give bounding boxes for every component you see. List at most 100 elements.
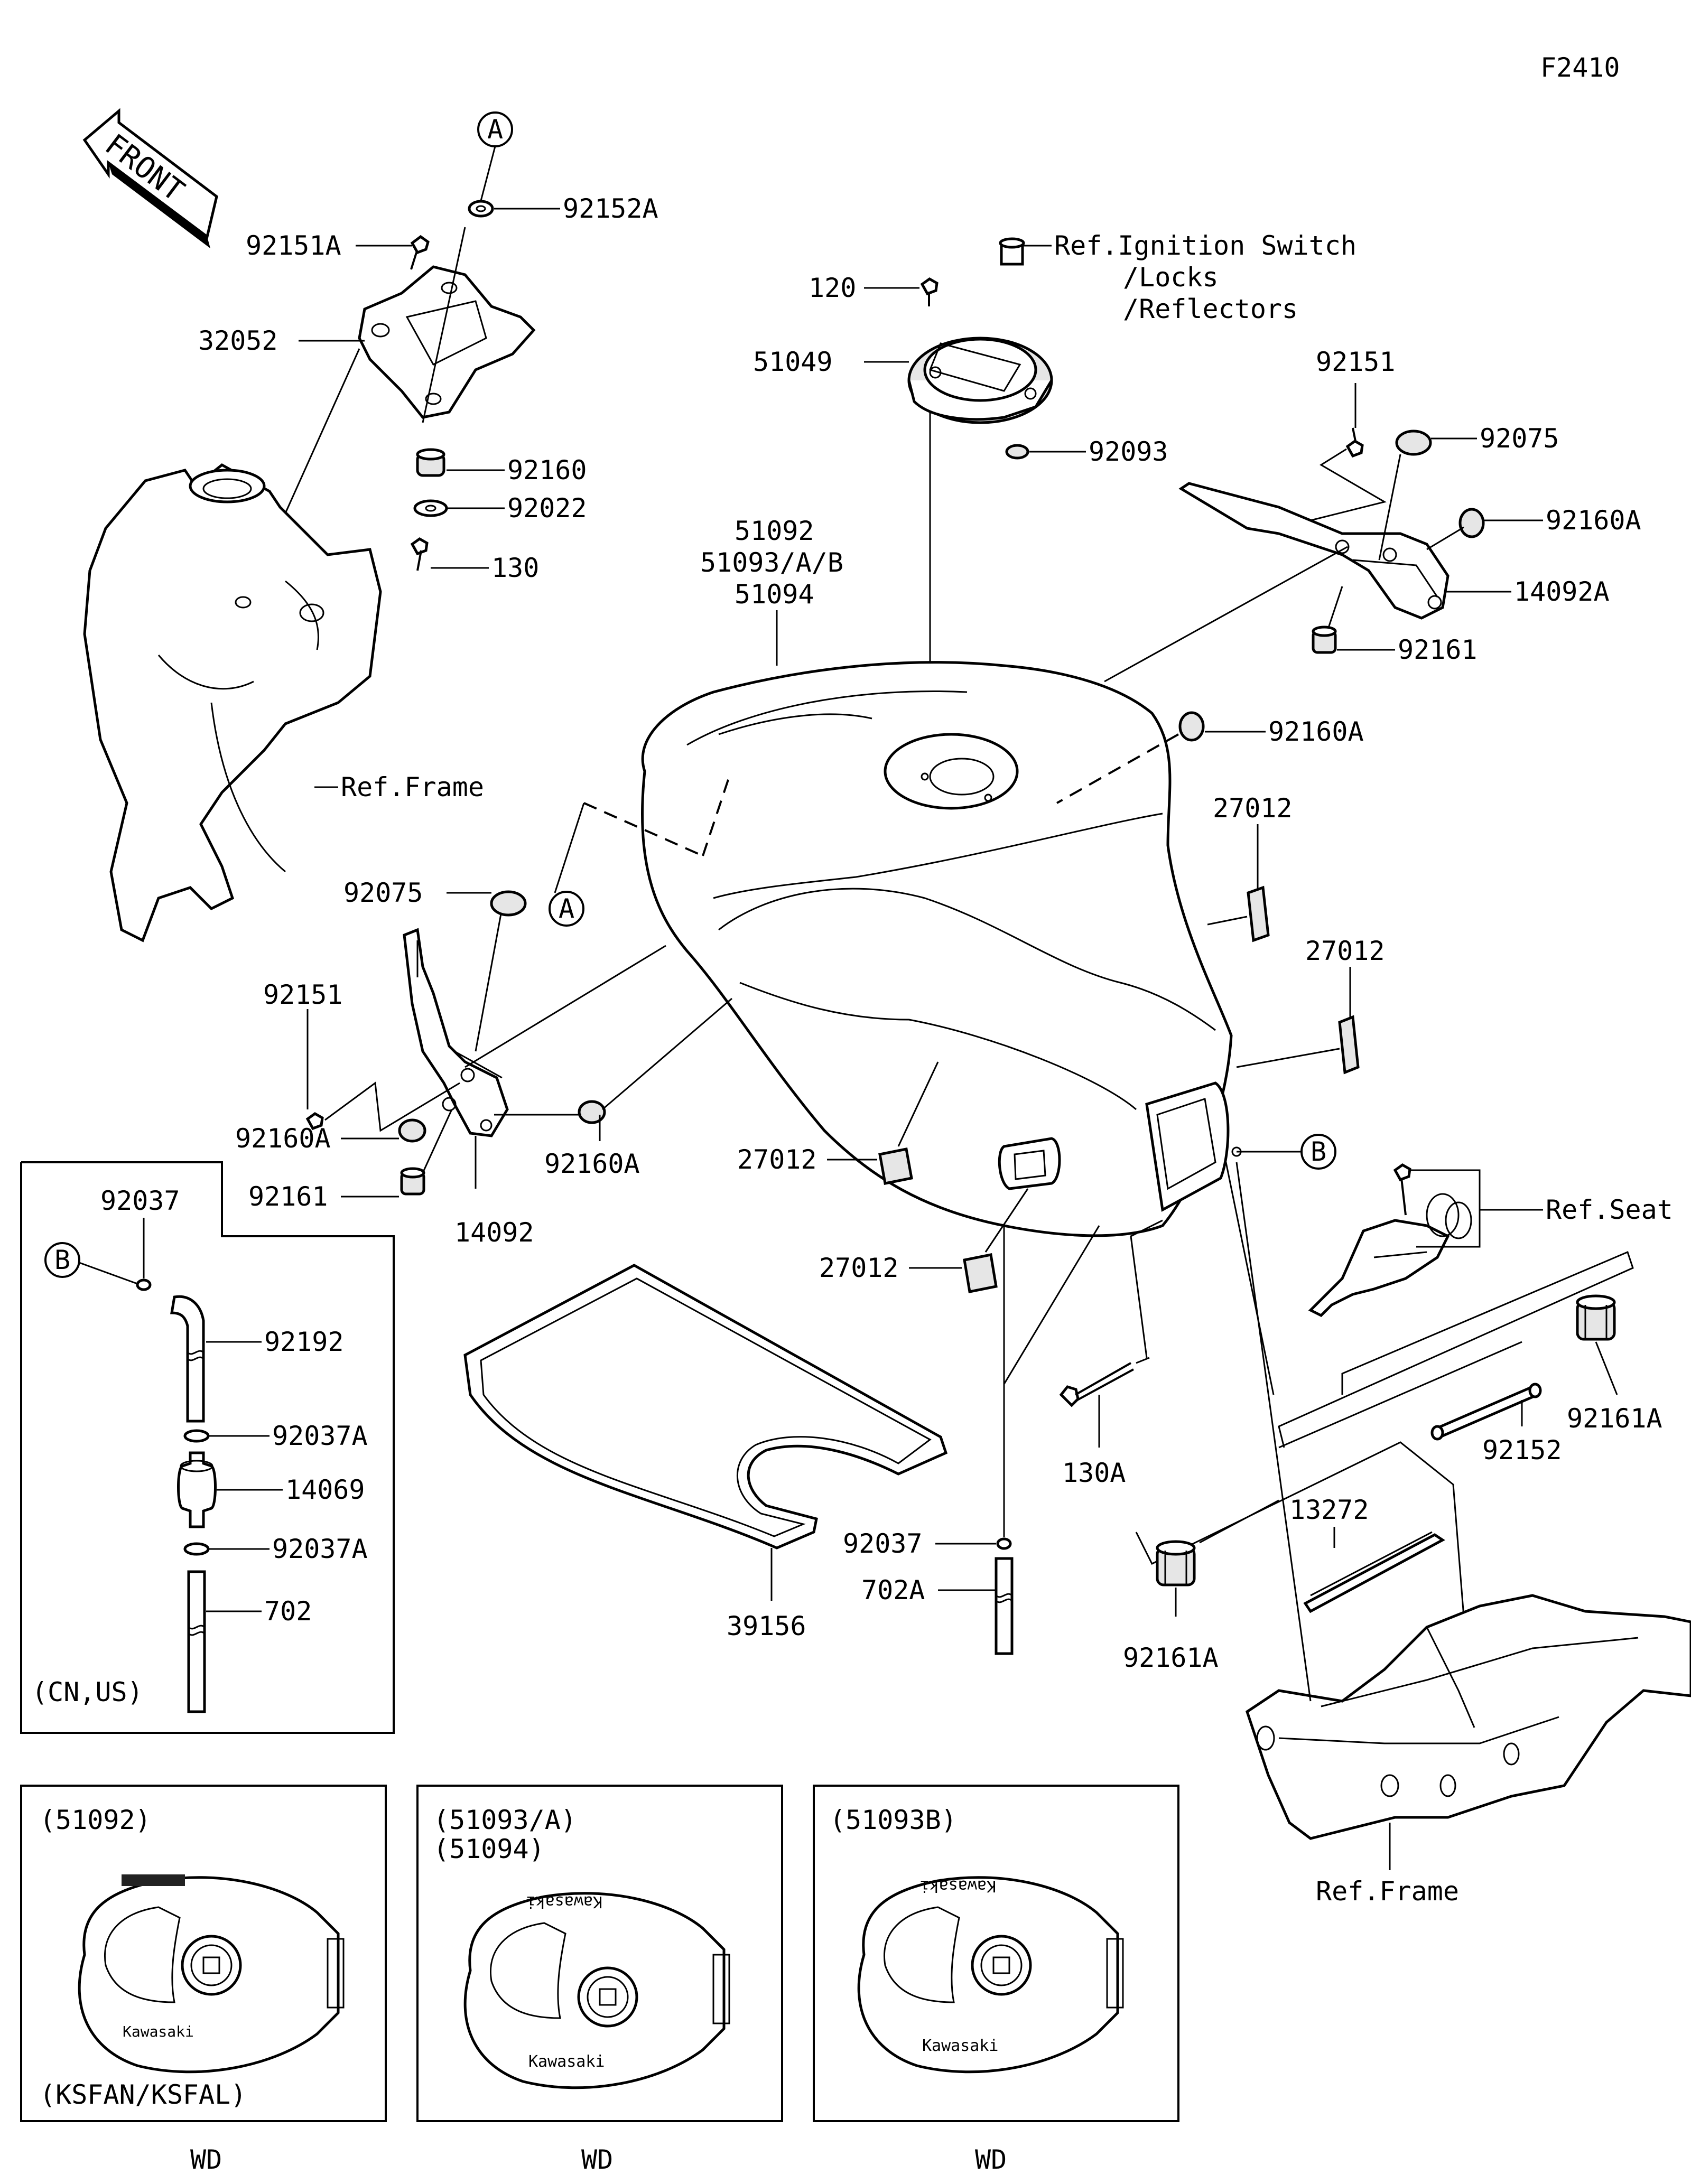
cap-92075-left bbox=[490, 890, 527, 917]
label-32052: 32052 bbox=[198, 325, 278, 356]
grommet-92160a-mid bbox=[1178, 711, 1205, 742]
label-27012-c: 27012 bbox=[737, 1144, 817, 1175]
seat-lock-assembly bbox=[1308, 1163, 1472, 1318]
ref-marker-b-tank bbox=[1300, 1134, 1336, 1170]
damper-92161-left bbox=[400, 1167, 425, 1196]
label-ref-frame-right: Ref.Frame bbox=[1316, 1876, 1459, 1907]
label-92161a-low: 92161A bbox=[1123, 1642, 1219, 1673]
variant-2-region: WD bbox=[581, 2144, 613, 2175]
key-cylinder bbox=[999, 237, 1025, 266]
label-27012-b: 27012 bbox=[1305, 936, 1385, 966]
ref-marker-a-tank bbox=[549, 891, 584, 927]
variant-1-brand: Kawasaki bbox=[123, 2023, 194, 2040]
label-92160a-low: 92160A bbox=[544, 1149, 640, 1179]
inset-label-92037a-1: 92037A bbox=[272, 1421, 368, 1451]
variant-1-brand-top bbox=[122, 1874, 185, 1886]
bolt-92151-left bbox=[305, 1112, 324, 1131]
variant-1-title: (51092) bbox=[40, 1805, 151, 1835]
label-92152: 92152 bbox=[1482, 1435, 1562, 1466]
label-plate-27012-a bbox=[1247, 885, 1270, 942]
label-ref-ignition-2: /Locks bbox=[1123, 262, 1219, 293]
grommet-92160a-left bbox=[398, 1118, 426, 1143]
variant-2-title-1: (51093/A) bbox=[433, 1805, 577, 1835]
variant-3-brand-top: Kawasaki bbox=[920, 1877, 997, 1895]
label-92075-right: 92075 bbox=[1480, 423, 1559, 454]
label-plate-27012-c bbox=[878, 1147, 913, 1185]
label-13272: 13272 bbox=[1289, 1495, 1369, 1525]
clamp-92037-inset bbox=[136, 1278, 152, 1291]
label-ref-frame-left: Ref.Frame bbox=[341, 772, 484, 802]
variant-1-tank bbox=[78, 1876, 345, 2074]
clamp-92037a-2 bbox=[183, 1542, 210, 1556]
mat-39156 bbox=[463, 1264, 948, 1550]
label-92161-right: 92161 bbox=[1398, 634, 1478, 665]
label-39156: 39156 bbox=[727, 1611, 806, 1641]
hose-702a bbox=[995, 1557, 1014, 1655]
fuel-tank bbox=[640, 661, 1233, 1237]
label-92161a-right: 92161A bbox=[1567, 1403, 1662, 1434]
washer-92022 bbox=[413, 499, 448, 517]
gasket-92093 bbox=[1005, 444, 1029, 460]
variant-2-brand-top: Kawasaki bbox=[526, 1892, 603, 1911]
cap-92075-right bbox=[1395, 430, 1432, 456]
label-92160a-mid: 92160A bbox=[1268, 716, 1364, 747]
variant-3-region: WD bbox=[975, 2144, 1007, 2175]
bolt-92151-right bbox=[1345, 427, 1364, 458]
label-ref-ignition-1: Ref.Ignition Switch bbox=[1054, 230, 1356, 261]
variant-2-tank bbox=[463, 1892, 730, 2089]
damper-92161-right bbox=[1312, 626, 1337, 654]
rubber-washer-92152a bbox=[468, 200, 494, 218]
label-130a: 130A bbox=[1062, 1458, 1126, 1488]
hose-92192 bbox=[170, 1295, 205, 1423]
front-arrow-icon: FRONT bbox=[82, 108, 218, 248]
fuel-cap-51049 bbox=[907, 337, 1053, 424]
label-92093: 92093 bbox=[1089, 436, 1168, 467]
variant-box-51093a bbox=[416, 1785, 783, 2122]
label-92160a-left: 92160A bbox=[235, 1123, 331, 1154]
label-92161-left: 92161 bbox=[248, 1181, 328, 1212]
label-92037-mid: 92037 bbox=[843, 1528, 923, 1559]
frame-right bbox=[1246, 1594, 1691, 1840]
ref-marker-a-tank-label: A bbox=[559, 893, 574, 924]
label-51093ab: 51093/A/B bbox=[700, 547, 843, 578]
clamp-92037-mid bbox=[996, 1537, 1012, 1550]
label-92160a-right: 92160A bbox=[1546, 505, 1641, 536]
bolt-92151a bbox=[410, 235, 430, 270]
inset-label-14069: 14069 bbox=[285, 1474, 365, 1505]
variant-1-note: (KSFAN/KSFAL) bbox=[40, 2079, 246, 2110]
label-plate-27012-d bbox=[963, 1253, 998, 1293]
grommet-92160a-low bbox=[578, 1100, 606, 1124]
bolt-130 bbox=[410, 537, 429, 571]
label-27012-d: 27012 bbox=[819, 1253, 899, 1283]
inset-label-702: 702 bbox=[264, 1596, 312, 1627]
label-ref-ignition-3: /Reflectors bbox=[1123, 294, 1298, 324]
variant-3-tank bbox=[857, 1876, 1124, 2074]
label-702a: 702A bbox=[861, 1575, 925, 1606]
variant-box-51092 bbox=[20, 1785, 387, 2122]
inset-label-92037a-2: 92037A bbox=[272, 1534, 368, 1564]
label-92151a: 92151A bbox=[246, 230, 341, 261]
bracket-14092a bbox=[1178, 482, 1450, 620]
label-120: 120 bbox=[809, 273, 856, 303]
label-92022: 92022 bbox=[507, 493, 587, 524]
variant-3-brand: Kawasaki bbox=[922, 2037, 999, 2055]
label-plate-27012-b bbox=[1338, 1015, 1360, 1075]
label-51049: 51049 bbox=[753, 347, 833, 377]
bolt-130a bbox=[1059, 1362, 1134, 1407]
grommet-92160a-right bbox=[1458, 508, 1485, 538]
figure-code: F2410 bbox=[1540, 52, 1620, 83]
label-92160: 92160 bbox=[507, 455, 587, 486]
label-92151-right: 92151 bbox=[1316, 347, 1396, 377]
variant-1-region: WD bbox=[190, 2144, 222, 2175]
label-ref-seat: Ref.Seat bbox=[1546, 1194, 1673, 1225]
filter-14069 bbox=[177, 1451, 217, 1528]
bracket-32052 bbox=[358, 265, 536, 419]
screw-120 bbox=[920, 277, 939, 306]
variant-2-title-2: (51094) bbox=[433, 1834, 545, 1864]
inset-label-92192: 92192 bbox=[264, 1327, 344, 1357]
inset-note-cn-us: (CN,US) bbox=[32, 1677, 143, 1707]
variant-box-51093b bbox=[813, 1785, 1179, 2122]
label-51092: 51092 bbox=[735, 516, 814, 546]
frame-left bbox=[83, 463, 382, 942]
